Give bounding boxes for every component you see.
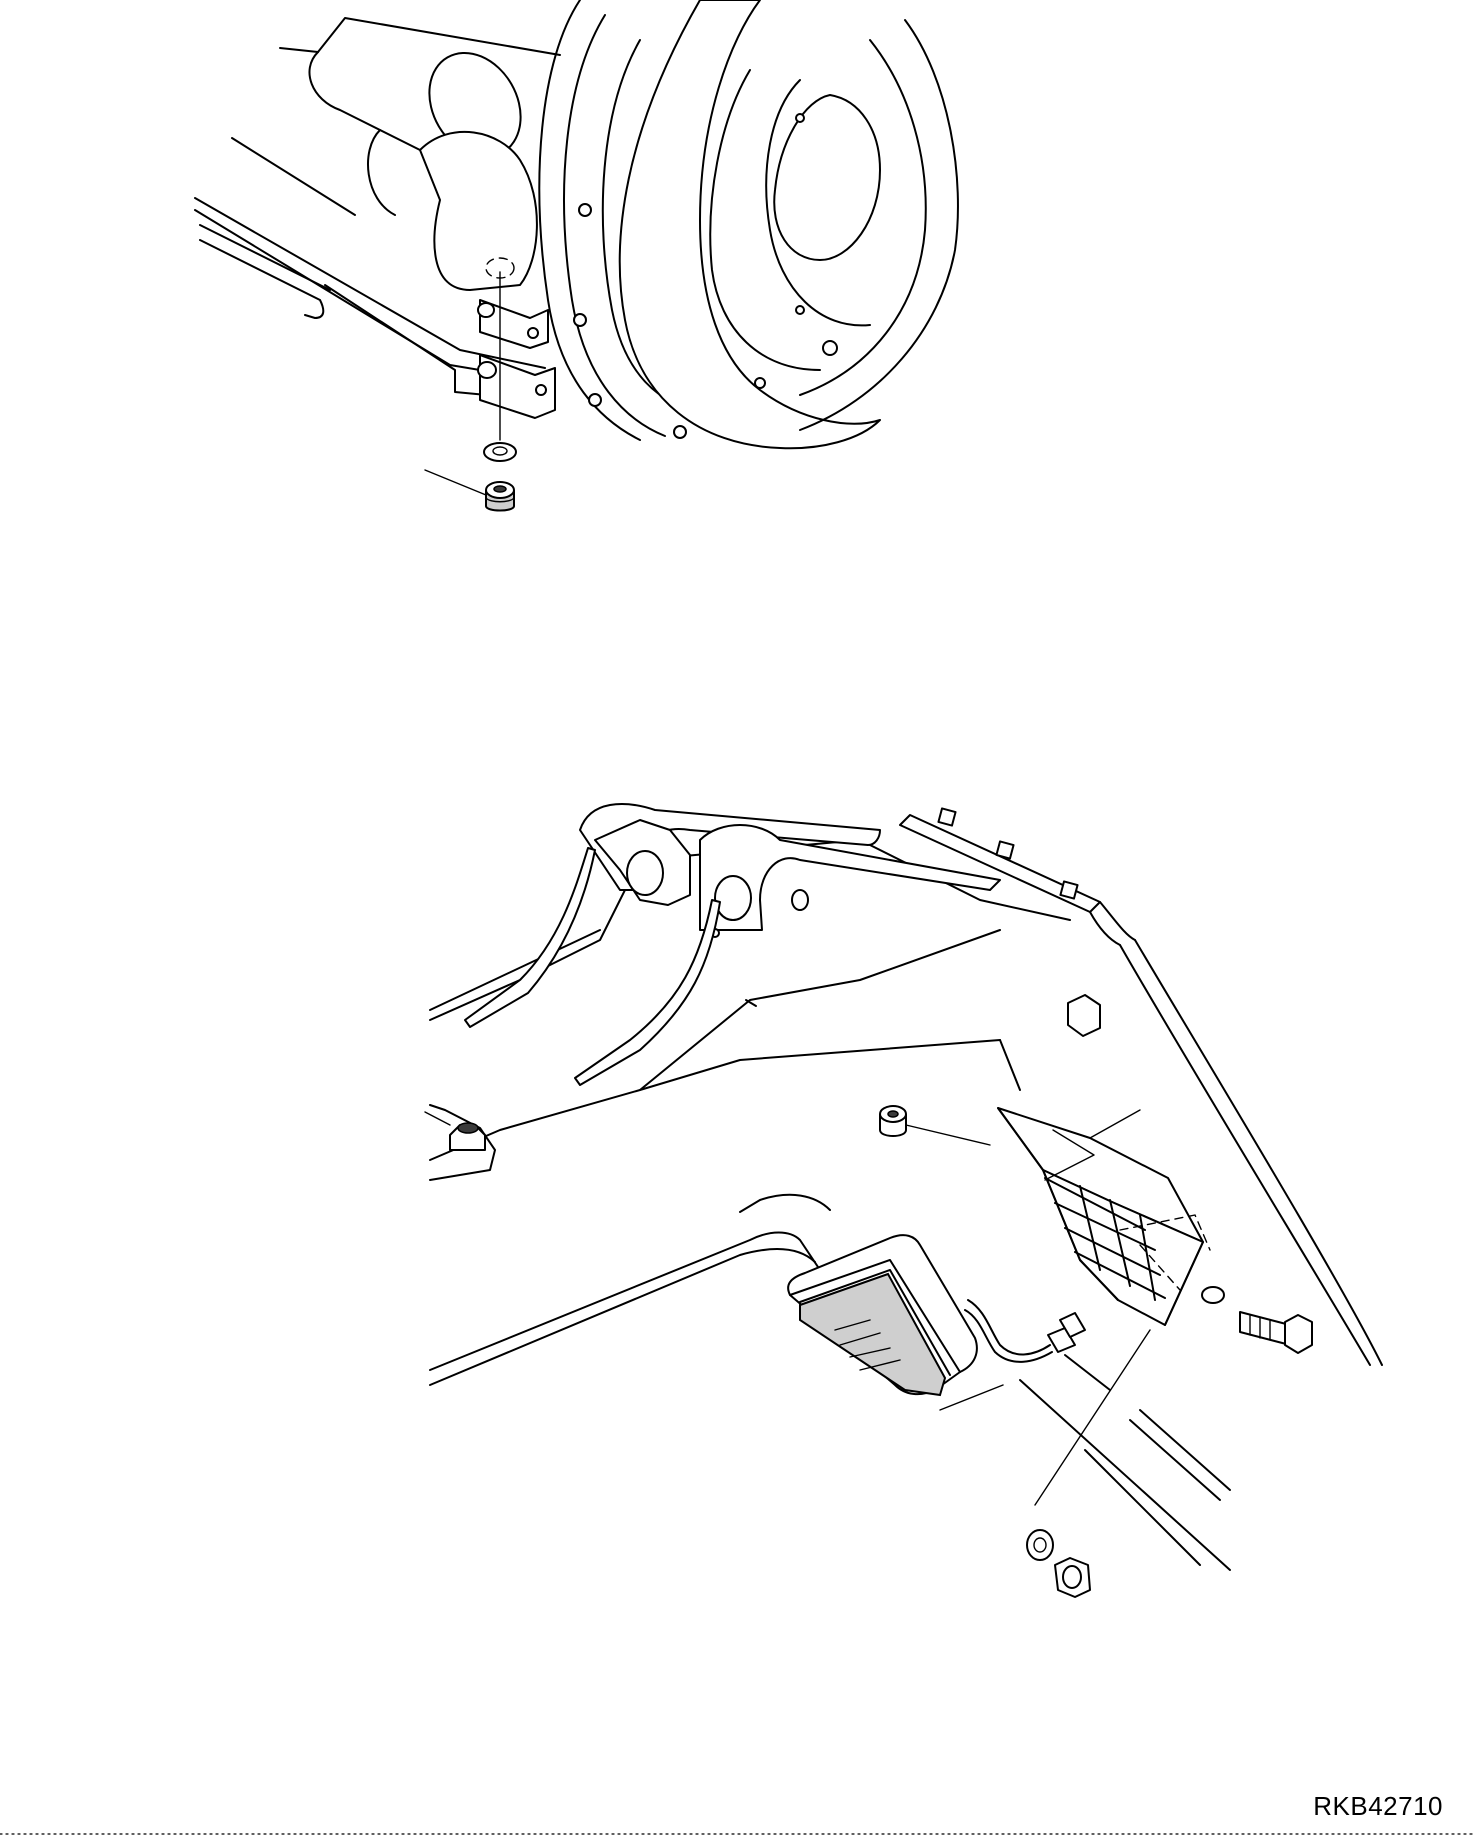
boom-lamp-assembly [424,803,1383,1598]
final-drive-assembly [194,0,959,512]
drawing-code: RKB42710 [1313,1791,1443,1821]
hex-nut [1054,1557,1091,1598]
spacer-collar [879,1105,991,1146]
work-lamp [787,1107,1211,1411]
mounting-bolt [1239,1311,1313,1354]
